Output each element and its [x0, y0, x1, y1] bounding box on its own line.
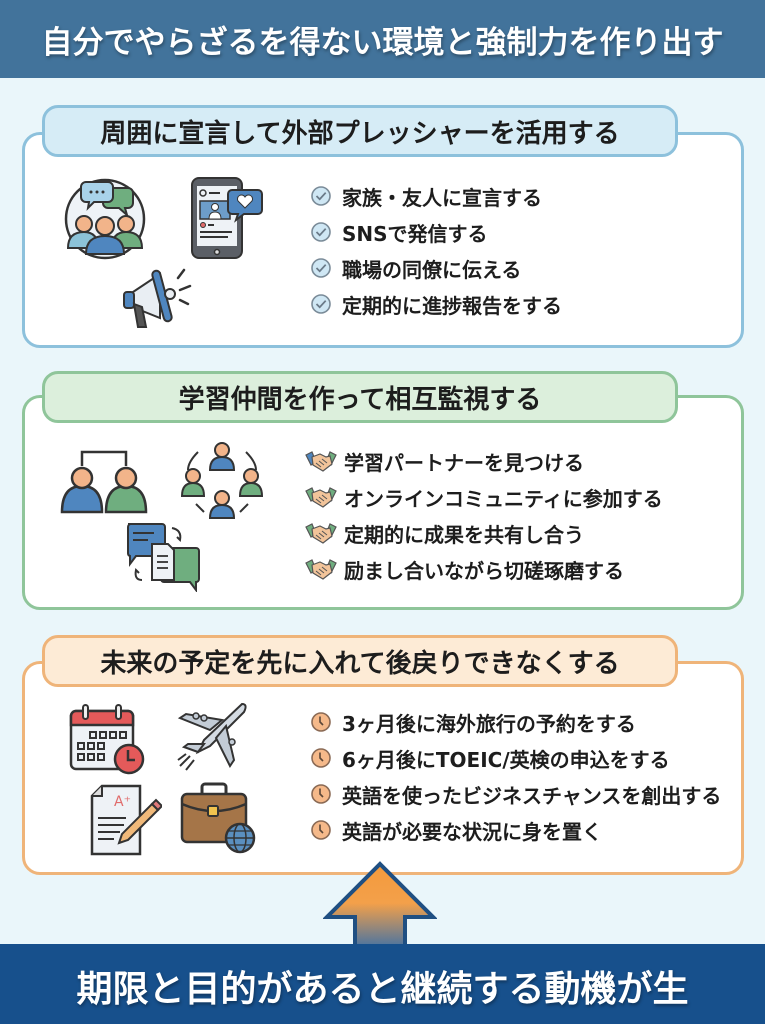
check-circle-icon — [311, 258, 331, 278]
list-item: 職場の同僚に伝える — [310, 250, 562, 286]
check-circle-icon — [311, 186, 331, 206]
svg-text:A⁺: A⁺ — [114, 794, 131, 810]
clock-icon — [311, 784, 331, 804]
declare-list: 家族・友人に宣言する SNSで発信する 職場の同僚に伝える 定期的に進捗報告をす… — [310, 178, 562, 322]
clock-icon — [311, 712, 331, 732]
list-item: 6ヶ月後にTOEIC/英検の申込をする — [310, 740, 721, 776]
handshake-icon — [305, 487, 337, 508]
airplane-icon — [177, 702, 247, 771]
list-item: 学習パートナーを見つける — [304, 443, 663, 479]
megaphone-icon — [123, 268, 192, 328]
up-arrow-icon — [323, 861, 437, 951]
list-item: 家族・友人に宣言する — [310, 178, 562, 214]
list-item: 英語を使ったビジネスチャンスを創出する — [310, 776, 721, 812]
list-item: オンラインコミュニティに参加する — [304, 479, 663, 515]
page-title: 自分でやらざるを得ない環境と強制力を作り出す — [41, 24, 724, 61]
section-title-study-partners: 学習仲間を作って相互監視する — [42, 371, 678, 423]
handshake-icon — [305, 559, 337, 580]
future-plans-list: 3ヶ月後に海外旅行の予約をする 6ヶ月後にTOEIC/英検の申込をする 英語を使… — [310, 704, 721, 848]
group-chat-icon — [64, 178, 146, 260]
list-item: 励まし合いながら切磋琢磨する — [304, 551, 663, 587]
list-item: 定期的に成果を共有し合う — [304, 515, 663, 551]
community-circle-icon — [180, 442, 264, 519]
footer-banner: 期限と目的があると継続する動機が生 — [0, 944, 765, 1024]
clock-icon — [311, 748, 331, 768]
handshake-icon — [305, 451, 337, 472]
footer-message: 期限と目的があると継続する動機が生 — [76, 969, 689, 1010]
test-paper-icon: A⁺ — [90, 784, 162, 856]
clock-icon — [311, 820, 331, 840]
smartphone-like-icon — [191, 177, 263, 259]
check-circle-icon — [311, 222, 331, 242]
header-banner: 自分でやらざるを得ない環境と強制力を作り出す — [0, 0, 765, 78]
study-partners-list: 学習パートナーを見つける オンラインコミュニティに参加する 定期的に成果を共有し… — [304, 443, 663, 587]
section-title-declare: 周囲に宣言して外部プレッシャーを活用する — [42, 105, 678, 157]
list-item: 定期的に進捗報告をする — [310, 286, 562, 322]
check-circle-icon — [311, 294, 331, 314]
partner-pair-icon — [60, 450, 148, 514]
list-item: 3ヶ月後に海外旅行の予約をする — [310, 704, 721, 740]
section-title-future-plans: 未来の予定を先に入れて後戻りできなくする — [42, 635, 678, 687]
list-item: SNSで発信する — [310, 214, 562, 250]
handshake-icon — [305, 523, 337, 544]
briefcase-globe-icon — [180, 782, 256, 854]
calendar-clock-icon — [69, 704, 145, 775]
list-item: 英語が必要な状況に身を置く — [310, 812, 721, 848]
chat-exchange-icon — [127, 523, 200, 592]
